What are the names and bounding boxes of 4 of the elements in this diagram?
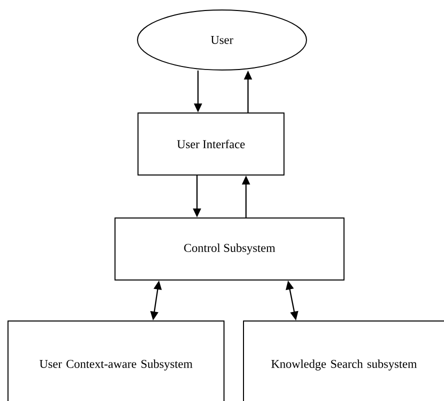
subsystem-box: User Context-aware Subsystem (8, 320, 224, 401)
subsystem-box: Control Subsystem (114, 218, 344, 280)
subsystem-box: Knowledge Search subsystem (243, 320, 444, 401)
subsystem-box: User Interface (138, 112, 284, 176)
